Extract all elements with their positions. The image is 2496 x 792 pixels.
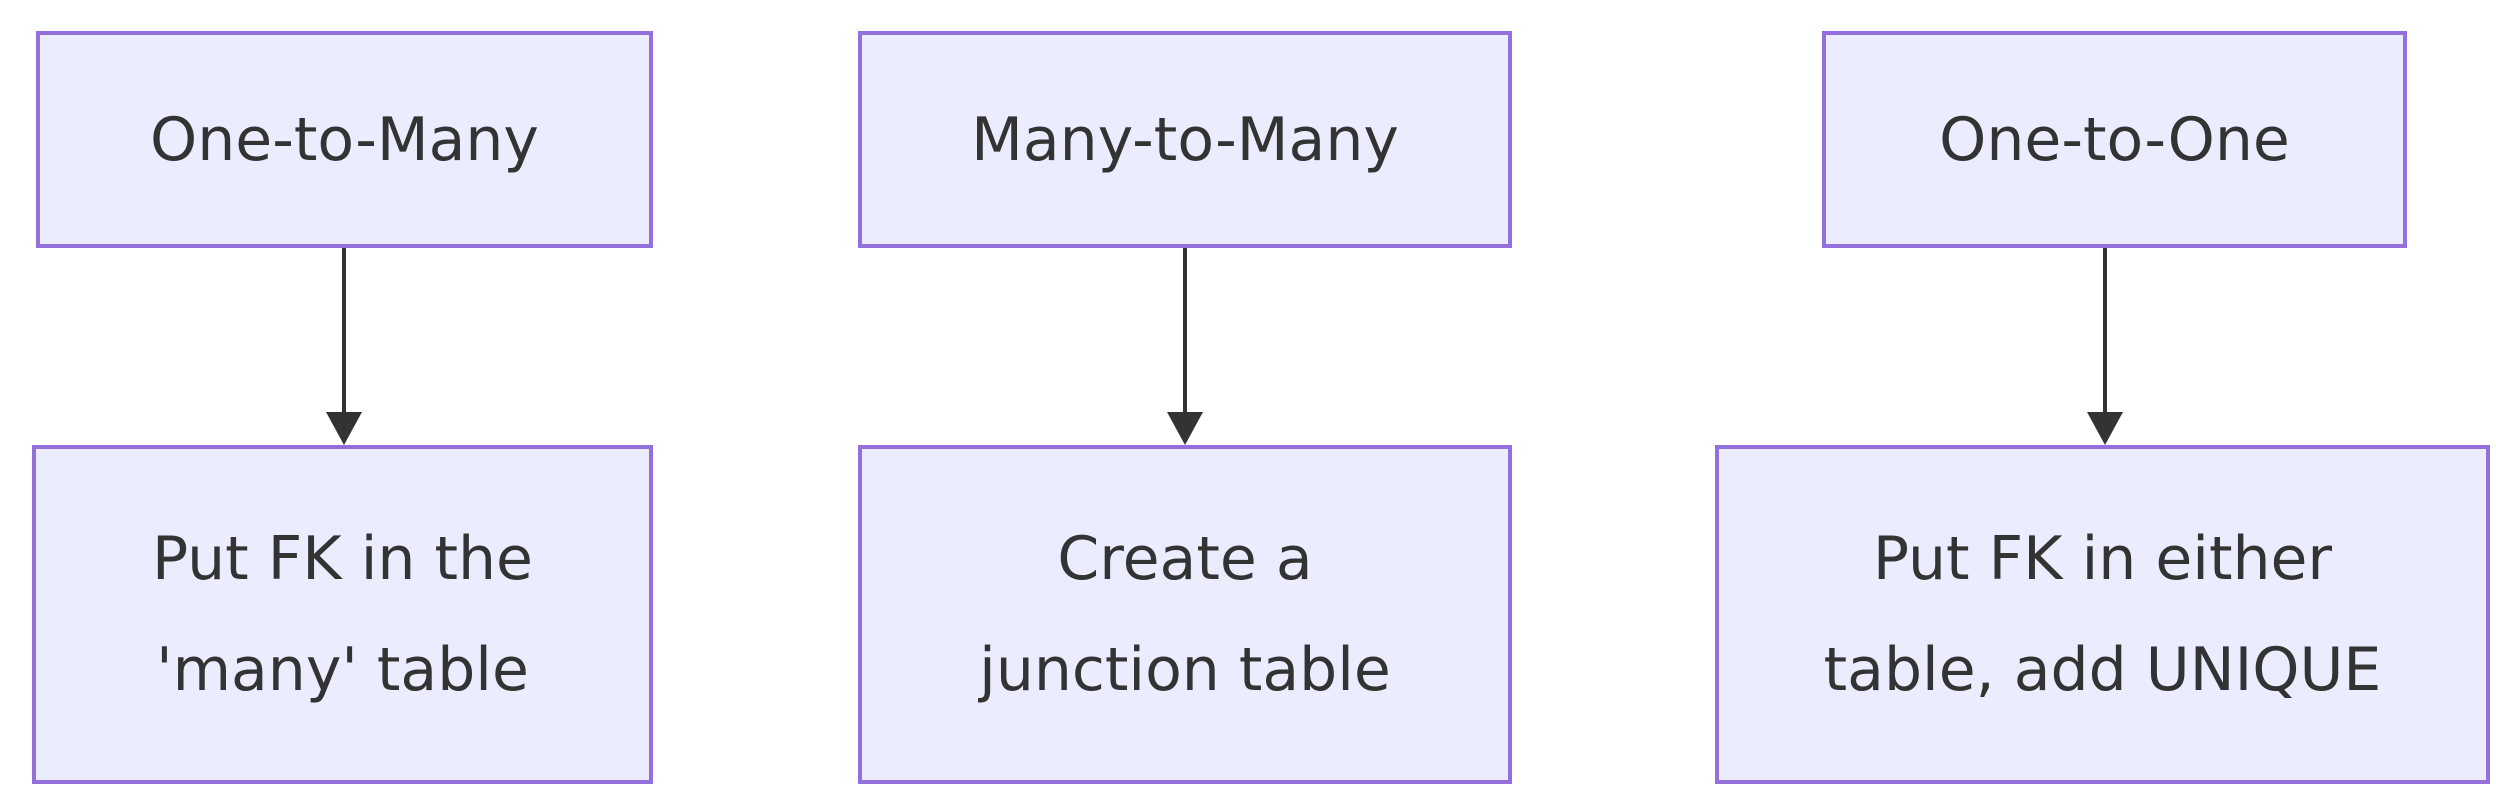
arrow-head	[1167, 412, 1203, 445]
node-put-fk-in-many-table-label: Put FK in the 'many' table	[152, 504, 533, 726]
node-label-line: Put FK in the	[152, 523, 533, 594]
node-put-fk-either-table-unique-label: Put FK in either table, add UNIQUE	[1824, 504, 2382, 726]
arrow-head	[326, 412, 362, 445]
arrow-down-icon	[326, 248, 362, 445]
arrow-down-icon	[2087, 248, 2123, 445]
node-create-junction-table: Create a junction table	[858, 445, 1512, 784]
node-many-to-many-label: Many-to-Many	[971, 104, 1399, 175]
node-one-to-one-label: One-to-One	[1939, 104, 2290, 175]
node-put-fk-either-table-unique: Put FK in either table, add UNIQUE	[1715, 445, 2490, 784]
node-put-fk-in-many-table: Put FK in the 'many' table	[32, 445, 653, 784]
arrow-head	[2087, 412, 2123, 445]
node-create-junction-table-label: Create a junction table	[979, 504, 1391, 726]
node-label-line: 'many' table	[156, 634, 529, 705]
node-one-to-many-label: One-to-Many	[150, 104, 539, 175]
node-label-line: Create a	[1057, 523, 1313, 594]
node-many-to-many: Many-to-Many	[858, 31, 1512, 248]
arrow-down-icon	[1167, 248, 1203, 445]
node-label-line: junction table	[979, 634, 1391, 705]
node-one-to-one: One-to-One	[1822, 31, 2407, 248]
node-label-line: table, add UNIQUE	[1823, 634, 2382, 705]
node-label-line: Put FK in either	[1872, 523, 2333, 594]
node-one-to-many: One-to-Many	[36, 31, 653, 248]
